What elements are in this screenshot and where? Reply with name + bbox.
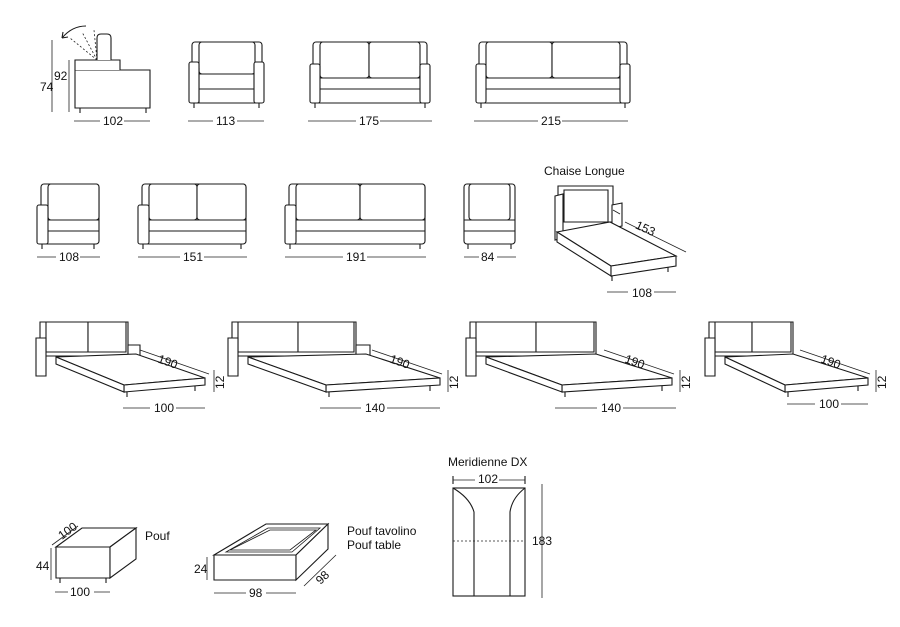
dim-recliner-w: 102 (103, 114, 123, 128)
dim-chaise-width: 108 (632, 286, 652, 300)
label-pouf-tavolino: Pouf tavolino (347, 524, 417, 538)
dim-bed1-length: 190 (156, 352, 180, 372)
sofa-215-front (474, 41, 631, 122)
dim-bed2-length: 190 (388, 352, 412, 372)
dim-meridienne-width: 102 (478, 472, 498, 486)
dim-bed3-height: 12 (679, 375, 693, 389)
module-151-front (137, 183, 247, 258)
dim-module-191: 191 (346, 250, 366, 264)
dim-pouf-height: 44 (36, 559, 50, 573)
dim-ptable-depth: 98 (313, 568, 333, 588)
dim-module-108: 108 (59, 250, 79, 264)
dim-bed4-height: 12 (875, 375, 889, 389)
module-84-front (463, 183, 516, 258)
chaise-longue-perspective (554, 185, 687, 293)
dim-bed4-length: 190 (819, 352, 843, 372)
dim-meridienne-length: 183 (532, 534, 552, 548)
label-pouf-table: Pouf table (347, 538, 401, 552)
sofa-bed-140-a (227, 321, 449, 409)
sofa-bed-140-b (465, 321, 681, 409)
label-pouf: Pouf (145, 529, 170, 543)
meridienne-top-view (452, 476, 543, 598)
dim-bed4-width: 100 (819, 397, 839, 411)
sofa-175-front (308, 41, 432, 122)
dim-recliner-h-high: 92 (54, 69, 68, 83)
dim-bed2-width: 140 (365, 401, 385, 415)
dim-ptable-height: 24 (194, 562, 208, 576)
dim-bed1-height: 12 (213, 375, 227, 389)
pouf-perspective (50, 525, 138, 593)
dim-bed2-height: 12 (447, 375, 461, 389)
label-chaise-longue: Chaise Longue (544, 164, 625, 178)
dim-bed1-width: 100 (154, 401, 174, 415)
dim-pouf-width: 100 (70, 585, 90, 599)
sofa-bed-100-b (704, 321, 877, 405)
pouf-table-perspective (206, 522, 337, 594)
dim-ptable-width: 98 (249, 586, 263, 600)
dim-module-151: 151 (183, 250, 203, 264)
dim-bed3-width: 140 (601, 401, 621, 415)
dim-recliner-h-low: 74 (40, 80, 54, 94)
label-meridienne: Meridienne DX (448, 455, 527, 469)
dim-sofa-175: 175 (359, 114, 379, 128)
dim-armchair-w: 113 (216, 114, 235, 128)
module-191-front (284, 183, 426, 258)
dim-bed3-length: 190 (623, 352, 647, 372)
module-108-front (36, 183, 100, 258)
sofa-bed-100 (35, 321, 215, 409)
dim-module-84: 84 (481, 250, 495, 264)
dim-sofa-215: 215 (541, 114, 561, 128)
armchair-front (188, 41, 265, 122)
